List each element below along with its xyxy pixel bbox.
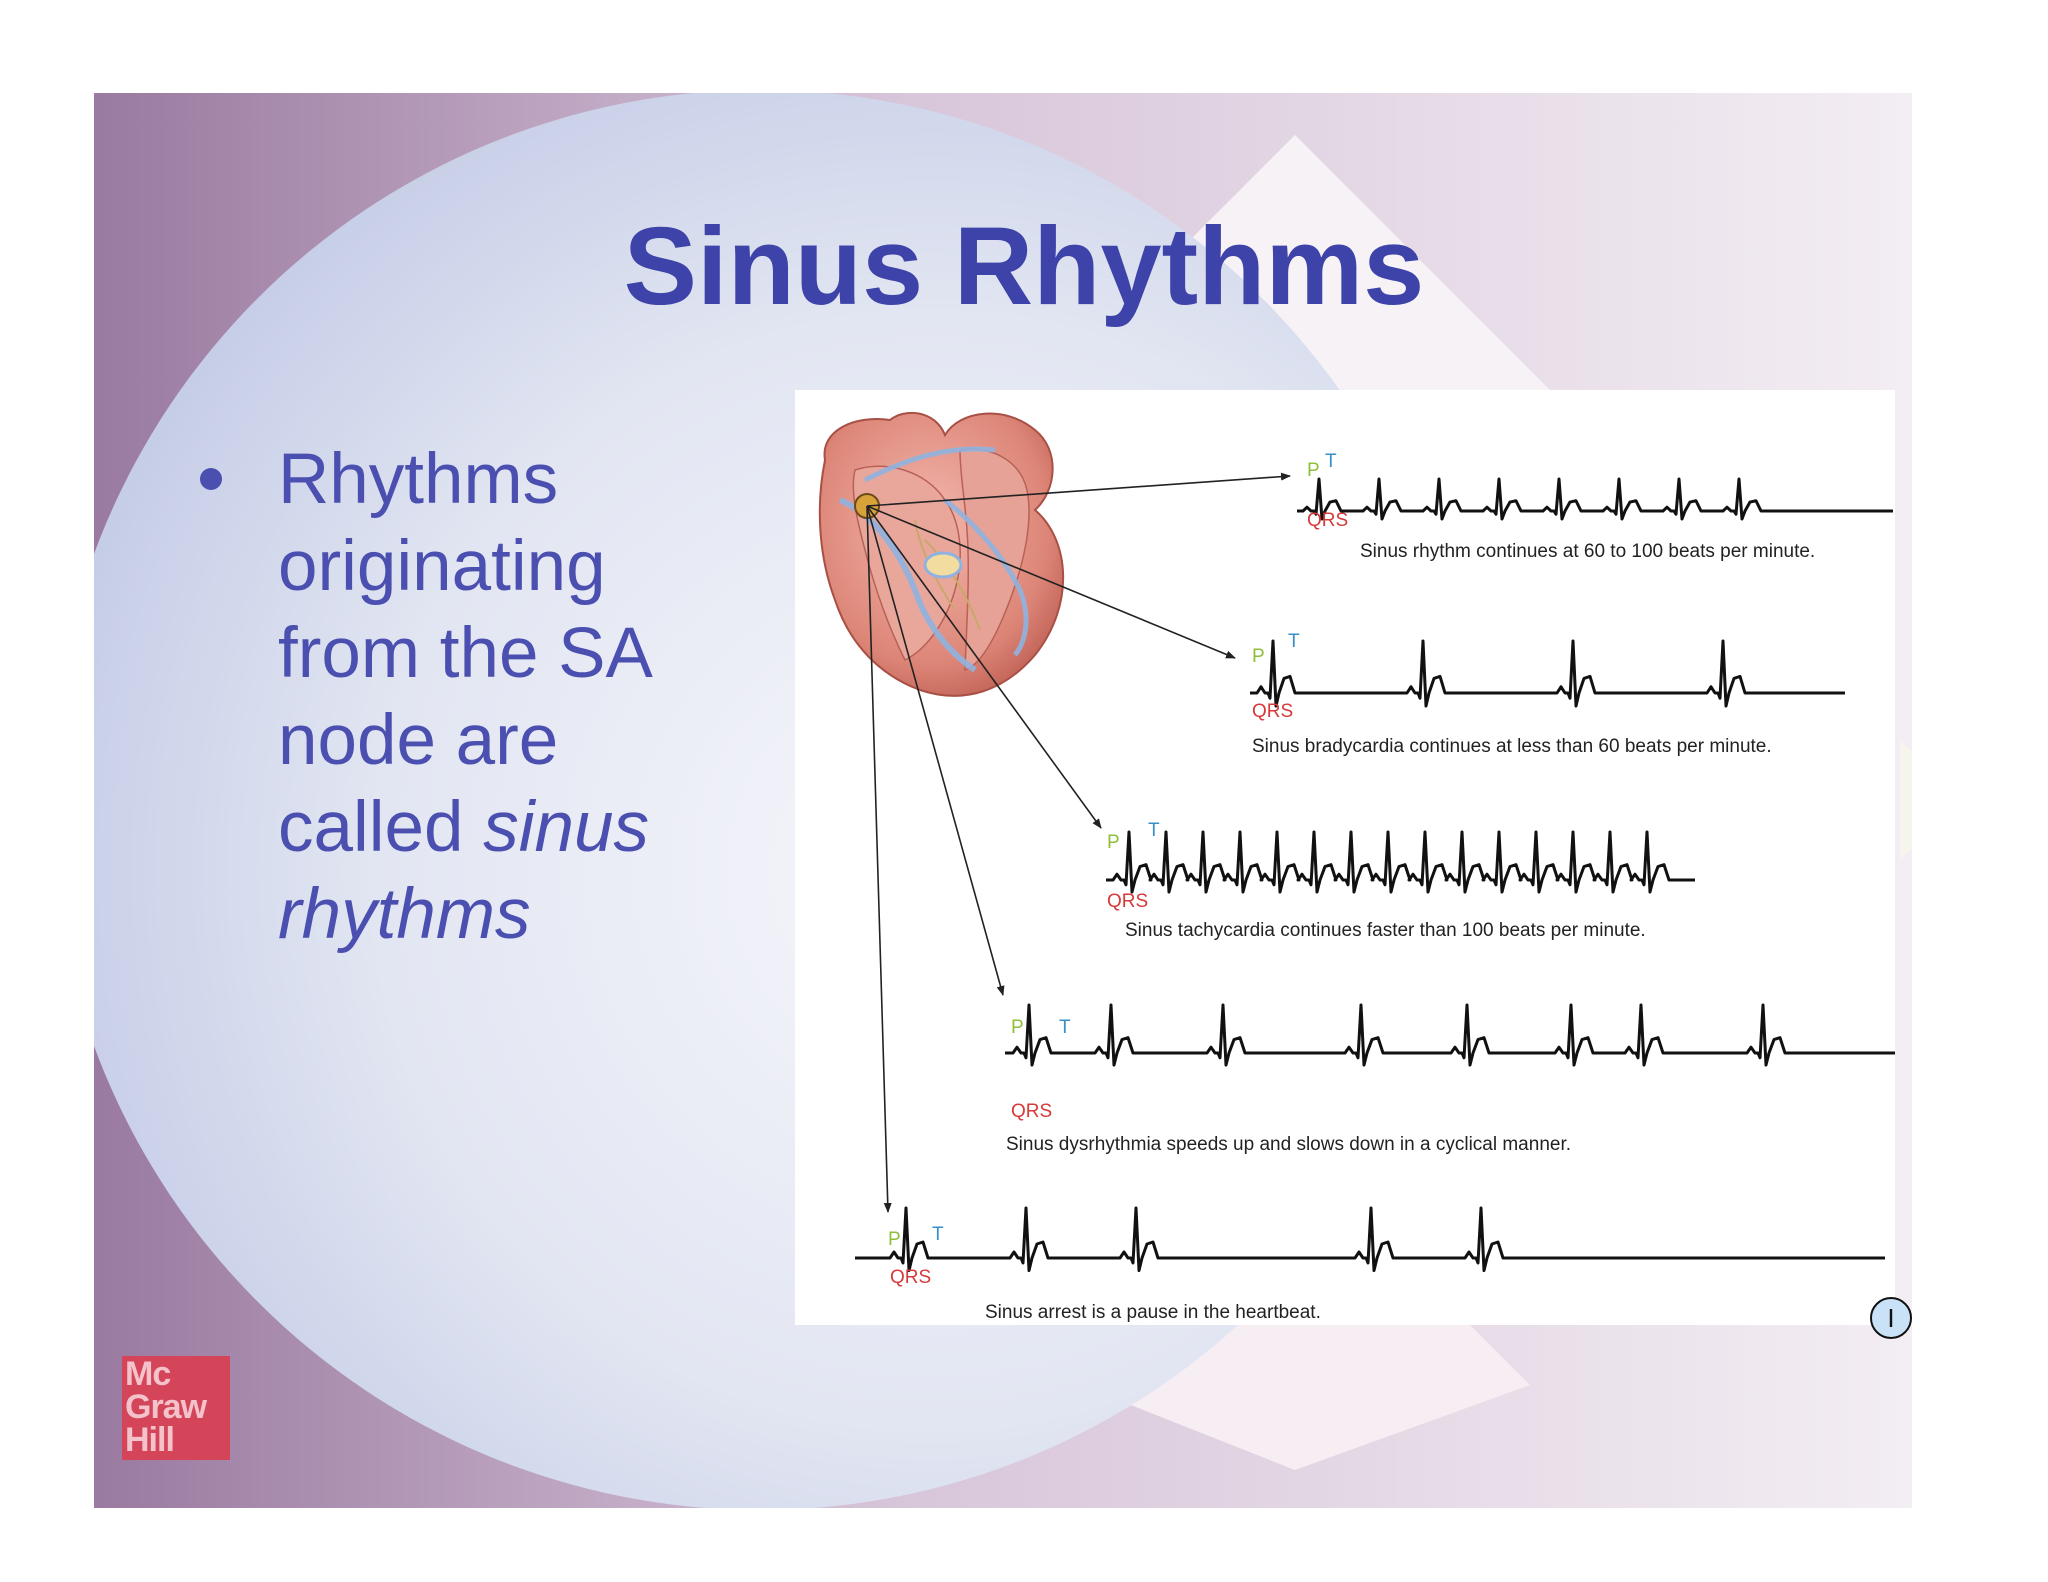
ecg-strip-sinus-arrest: P T QRS Sinus arrest is a pause in the h…: [855, 1206, 1885, 1323]
ecg-trace: [1005, 1003, 1895, 1067]
conduction-arrows: [866, 472, 1291, 1213]
ecg-figure-panel: P T QRS Sinus rhythm continues at 60 to …: [795, 390, 1895, 1325]
bullet-marker: [200, 468, 222, 490]
qrs-label: QRS: [1307, 510, 1348, 531]
ecg-trace: [1250, 639, 1845, 708]
p-wave-label: P: [1011, 1017, 1024, 1038]
ecg-caption: Sinus arrest is a pause in the heartbeat…: [985, 1302, 1321, 1323]
ecg-caption: Sinus bradycardia continues at less than…: [1252, 736, 1772, 757]
bullet-text-italic: sinus rhythms: [278, 788, 649, 954]
mcgraw-hill-logo: Mc Graw Hill: [122, 1356, 230, 1460]
p-wave-label: P: [1252, 646, 1265, 667]
p-wave-label: P: [1307, 460, 1320, 481]
t-wave-label: T: [1325, 451, 1337, 472]
p-wave-label: P: [888, 1229, 901, 1250]
heart-illustration: [818, 412, 1065, 697]
ecg-trace: [855, 1206, 1885, 1272]
ecg-caption: Sinus tachycardia continues faster than …: [1125, 920, 1646, 941]
logo-line: Graw: [125, 1388, 207, 1426]
ecg-trace: [1297, 477, 1893, 521]
slide-title: Sinus Rhythms: [623, 205, 1425, 328]
ecg-strip-sinus-dysrhythmia: P T QRS Sinus dysrhythmia speeds up and …: [1005, 1003, 1895, 1155]
bullet-text-plain: Rhythms originating from the SA node are…: [278, 440, 649, 867]
logo-line: Mc: [125, 1355, 171, 1393]
t-wave-label: T: [1288, 631, 1300, 652]
t-wave-label: T: [932, 1224, 944, 1245]
ecg-strip-sinus-bradycardia: P T QRS Sinus bradycardia continues at l…: [1250, 631, 1845, 757]
logo-line: Hill: [125, 1421, 175, 1459]
t-wave-label: T: [1059, 1017, 1071, 1038]
bullet-text: Rhythms originating from the SA node are…: [278, 436, 728, 958]
slide-number-badge: I: [1870, 1297, 1912, 1339]
qrs-label: QRS: [1107, 891, 1148, 912]
qrs-label: QRS: [1011, 1101, 1052, 1122]
qrs-label: QRS: [890, 1267, 931, 1288]
t-wave-label: T: [1148, 820, 1160, 841]
ecg-strip-sinus-tachycardia: P T QRS Sinus tachycardia continues fast…: [1106, 820, 1695, 941]
ecg-caption: Sinus dysrhythmia speeds up and slows do…: [1006, 1134, 1571, 1155]
p-wave-label: P: [1107, 832, 1120, 853]
ecg-figure: P T QRS Sinus rhythm continues at 60 to …: [818, 412, 1895, 1323]
ecg-strip-normal-sinus: P T QRS Sinus rhythm continues at 60 to …: [1297, 451, 1893, 562]
ecg-trace: [1106, 830, 1695, 894]
ecg-caption: Sinus rhythm continues at 60 to 100 beat…: [1360, 541, 1815, 562]
qrs-label: QRS: [1252, 701, 1293, 722]
